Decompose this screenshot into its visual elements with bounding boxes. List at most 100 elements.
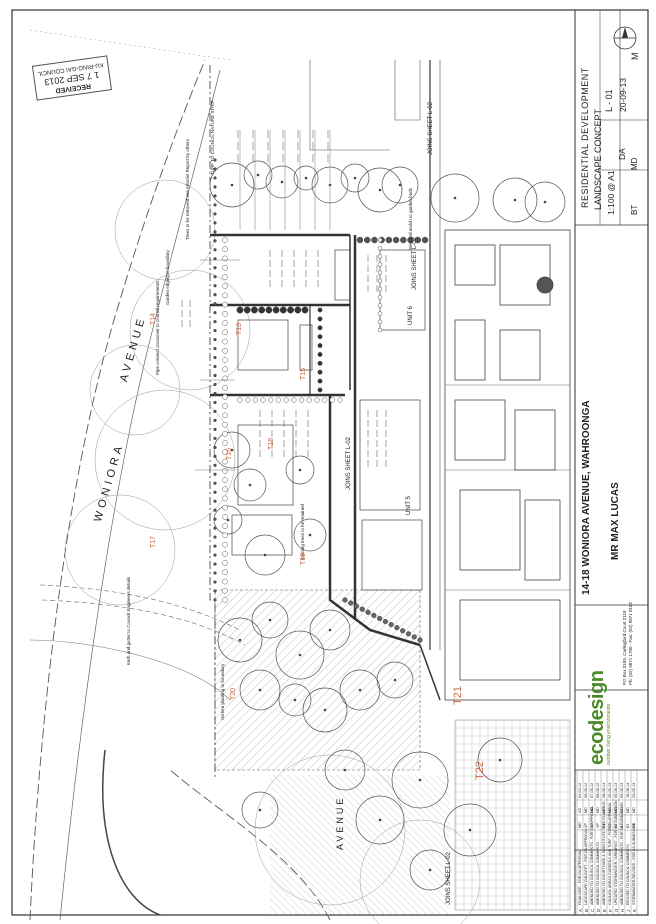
shrub-icon — [236, 306, 244, 314]
tree-tag: T18 — [268, 437, 275, 450]
revision-checked-cell: MD — [608, 807, 612, 813]
client-name: MR MAX LUCAS — [610, 482, 621, 560]
revision-drawn-cell: MD — [578, 822, 582, 828]
shrub-icon — [213, 526, 217, 530]
shrub-icon — [287, 306, 294, 314]
revision-drawn-cell: BT — [632, 823, 636, 828]
shrub-icon — [356, 236, 364, 244]
shrub-icon — [222, 523, 228, 529]
shrub-icon — [213, 382, 217, 387]
revision-date-cell: 05-08-13 — [620, 782, 624, 798]
shrub-icon — [222, 486, 228, 493]
shrub-icon — [364, 236, 371, 244]
shrub-icon — [400, 628, 406, 634]
revision-date-cell: 04-04-12 — [578, 782, 582, 798]
shrub-icon — [417, 637, 423, 643]
shrub-icon — [260, 397, 266, 403]
tree-canopy-icon — [244, 534, 286, 576]
sheet-number: L - 01 — [604, 89, 614, 112]
revision-letter-cell: K — [632, 908, 637, 912]
note-turf-strip: TURF TO COUNCIL NATURE STRIP — [210, 100, 215, 175]
revision-checked-cell: MD — [614, 807, 618, 813]
revision-description-cell: AMENDED TO COURTYARD & SUBSTITUTE TREE P… — [602, 801, 606, 905]
joins-sheet-mid: JOINS SHEET L-02 — [412, 237, 418, 290]
shrub-icon — [222, 264, 228, 271]
tree-trunk-icon — [308, 533, 312, 537]
revision-checked-cell: MD — [602, 807, 606, 813]
revision-description-cell: STORMWATER REVISED - FOR DA SUBMISSION — [632, 822, 636, 905]
tree-canopy-icon — [302, 687, 348, 733]
firm-phone: Ph: (02) 9871 1700 · Fax: (02) 9871 0182 — [628, 601, 633, 685]
revision-date-cell: 08-06-12 — [596, 782, 600, 798]
shrub-icon — [213, 598, 217, 602]
shrub-icon — [222, 541, 228, 548]
revision-checked-cell: MD — [596, 807, 600, 813]
shrub-icon — [377, 295, 383, 300]
shrub-icon — [222, 551, 228, 557]
tree-trunk-icon — [328, 628, 332, 632]
shrub-icon — [213, 203, 217, 207]
building-outline — [444, 229, 571, 701]
shrub-icon — [222, 347, 228, 354]
joins-sheet-low: JOINS SHEET L-02 — [346, 437, 352, 490]
shrub-icon — [213, 391, 217, 396]
shrub-icon — [222, 587, 228, 594]
revision-date-cell: 18-08-13 — [626, 782, 630, 798]
shrub-icon — [388, 622, 394, 628]
tree-tag: T19 — [300, 552, 307, 565]
tree-canopy-icon — [340, 163, 370, 193]
tree-trunk-icon — [230, 183, 234, 187]
tree-canopy-icon — [357, 167, 403, 213]
shrub-icon — [377, 237, 383, 243]
tree-trunk-icon — [513, 198, 517, 202]
planting-callout-marks — [181, 130, 387, 467]
shrub-icon — [317, 343, 323, 348]
firm-logo: ecodesign outdoor living environments — [586, 671, 612, 765]
shrub-icon — [322, 397, 328, 403]
shrub-icon — [298, 397, 305, 403]
tree-trunk-icon — [226, 518, 230, 522]
tree-canopy-icon — [217, 617, 263, 663]
revision-date-cell: 20-09-13 — [632, 782, 636, 798]
shrub-icon — [317, 387, 323, 393]
shrub-icon — [213, 553, 217, 557]
tree-trunk-icon — [304, 176, 308, 180]
tree-tag: T20 — [230, 687, 237, 700]
unit-5-label: UNIT 5 — [406, 496, 412, 515]
shrub-icon — [222, 597, 228, 603]
tree-canopy-icon — [492, 177, 538, 223]
paving-grid — [454, 719, 571, 911]
shrub-icon — [377, 262, 383, 267]
note-existing-trees: Existing trees to be retained — [300, 504, 305, 560]
shrub-icon — [213, 571, 217, 575]
date-label: 20-09-13 — [618, 77, 628, 112]
tree-trunk-icon — [398, 183, 402, 187]
tree-canopy-icon — [251, 601, 289, 639]
revision-checked-cell: MD — [626, 807, 630, 813]
site-address: 14-18 WONIORA AVENUE, WAHROONGA — [581, 400, 592, 595]
revision-drawn-cell: BT — [602, 823, 606, 828]
tree-trunk-icon — [378, 188, 382, 192]
shrub-icon — [317, 352, 323, 357]
tree-canopy-icon — [381, 166, 419, 204]
shrub-icon — [213, 355, 217, 360]
scale-label: 1:100 @ A1 — [606, 170, 616, 215]
shrub-icon — [222, 403, 228, 409]
shrub-icon — [213, 293, 217, 297]
note-screen-planting: Screen planting to boundary — [220, 663, 225, 720]
shrub-icon — [279, 306, 287, 314]
revision-drawn-cell: VP — [590, 822, 594, 828]
shrub-icon — [222, 301, 228, 308]
revision-description-cell: AMENDED TO COUNCIL COMMENTS - FOR DA SUB… — [620, 802, 624, 905]
shrub-icon — [213, 589, 217, 593]
tree-trunk-icon — [428, 868, 432, 872]
shrub-icon — [421, 236, 429, 244]
shrub-icon — [213, 346, 217, 351]
shrub-icon — [222, 412, 228, 419]
shrub-icon — [213, 436, 217, 440]
revision-checked-cell: MD — [590, 807, 594, 813]
shrub-icon — [342, 597, 348, 603]
tree-trunk-icon — [343, 768, 347, 772]
shrub-icon — [392, 236, 400, 244]
revision-description-cell: LANDSCAPE CONCEPT - FOR DA APPROVAL — [584, 828, 588, 905]
